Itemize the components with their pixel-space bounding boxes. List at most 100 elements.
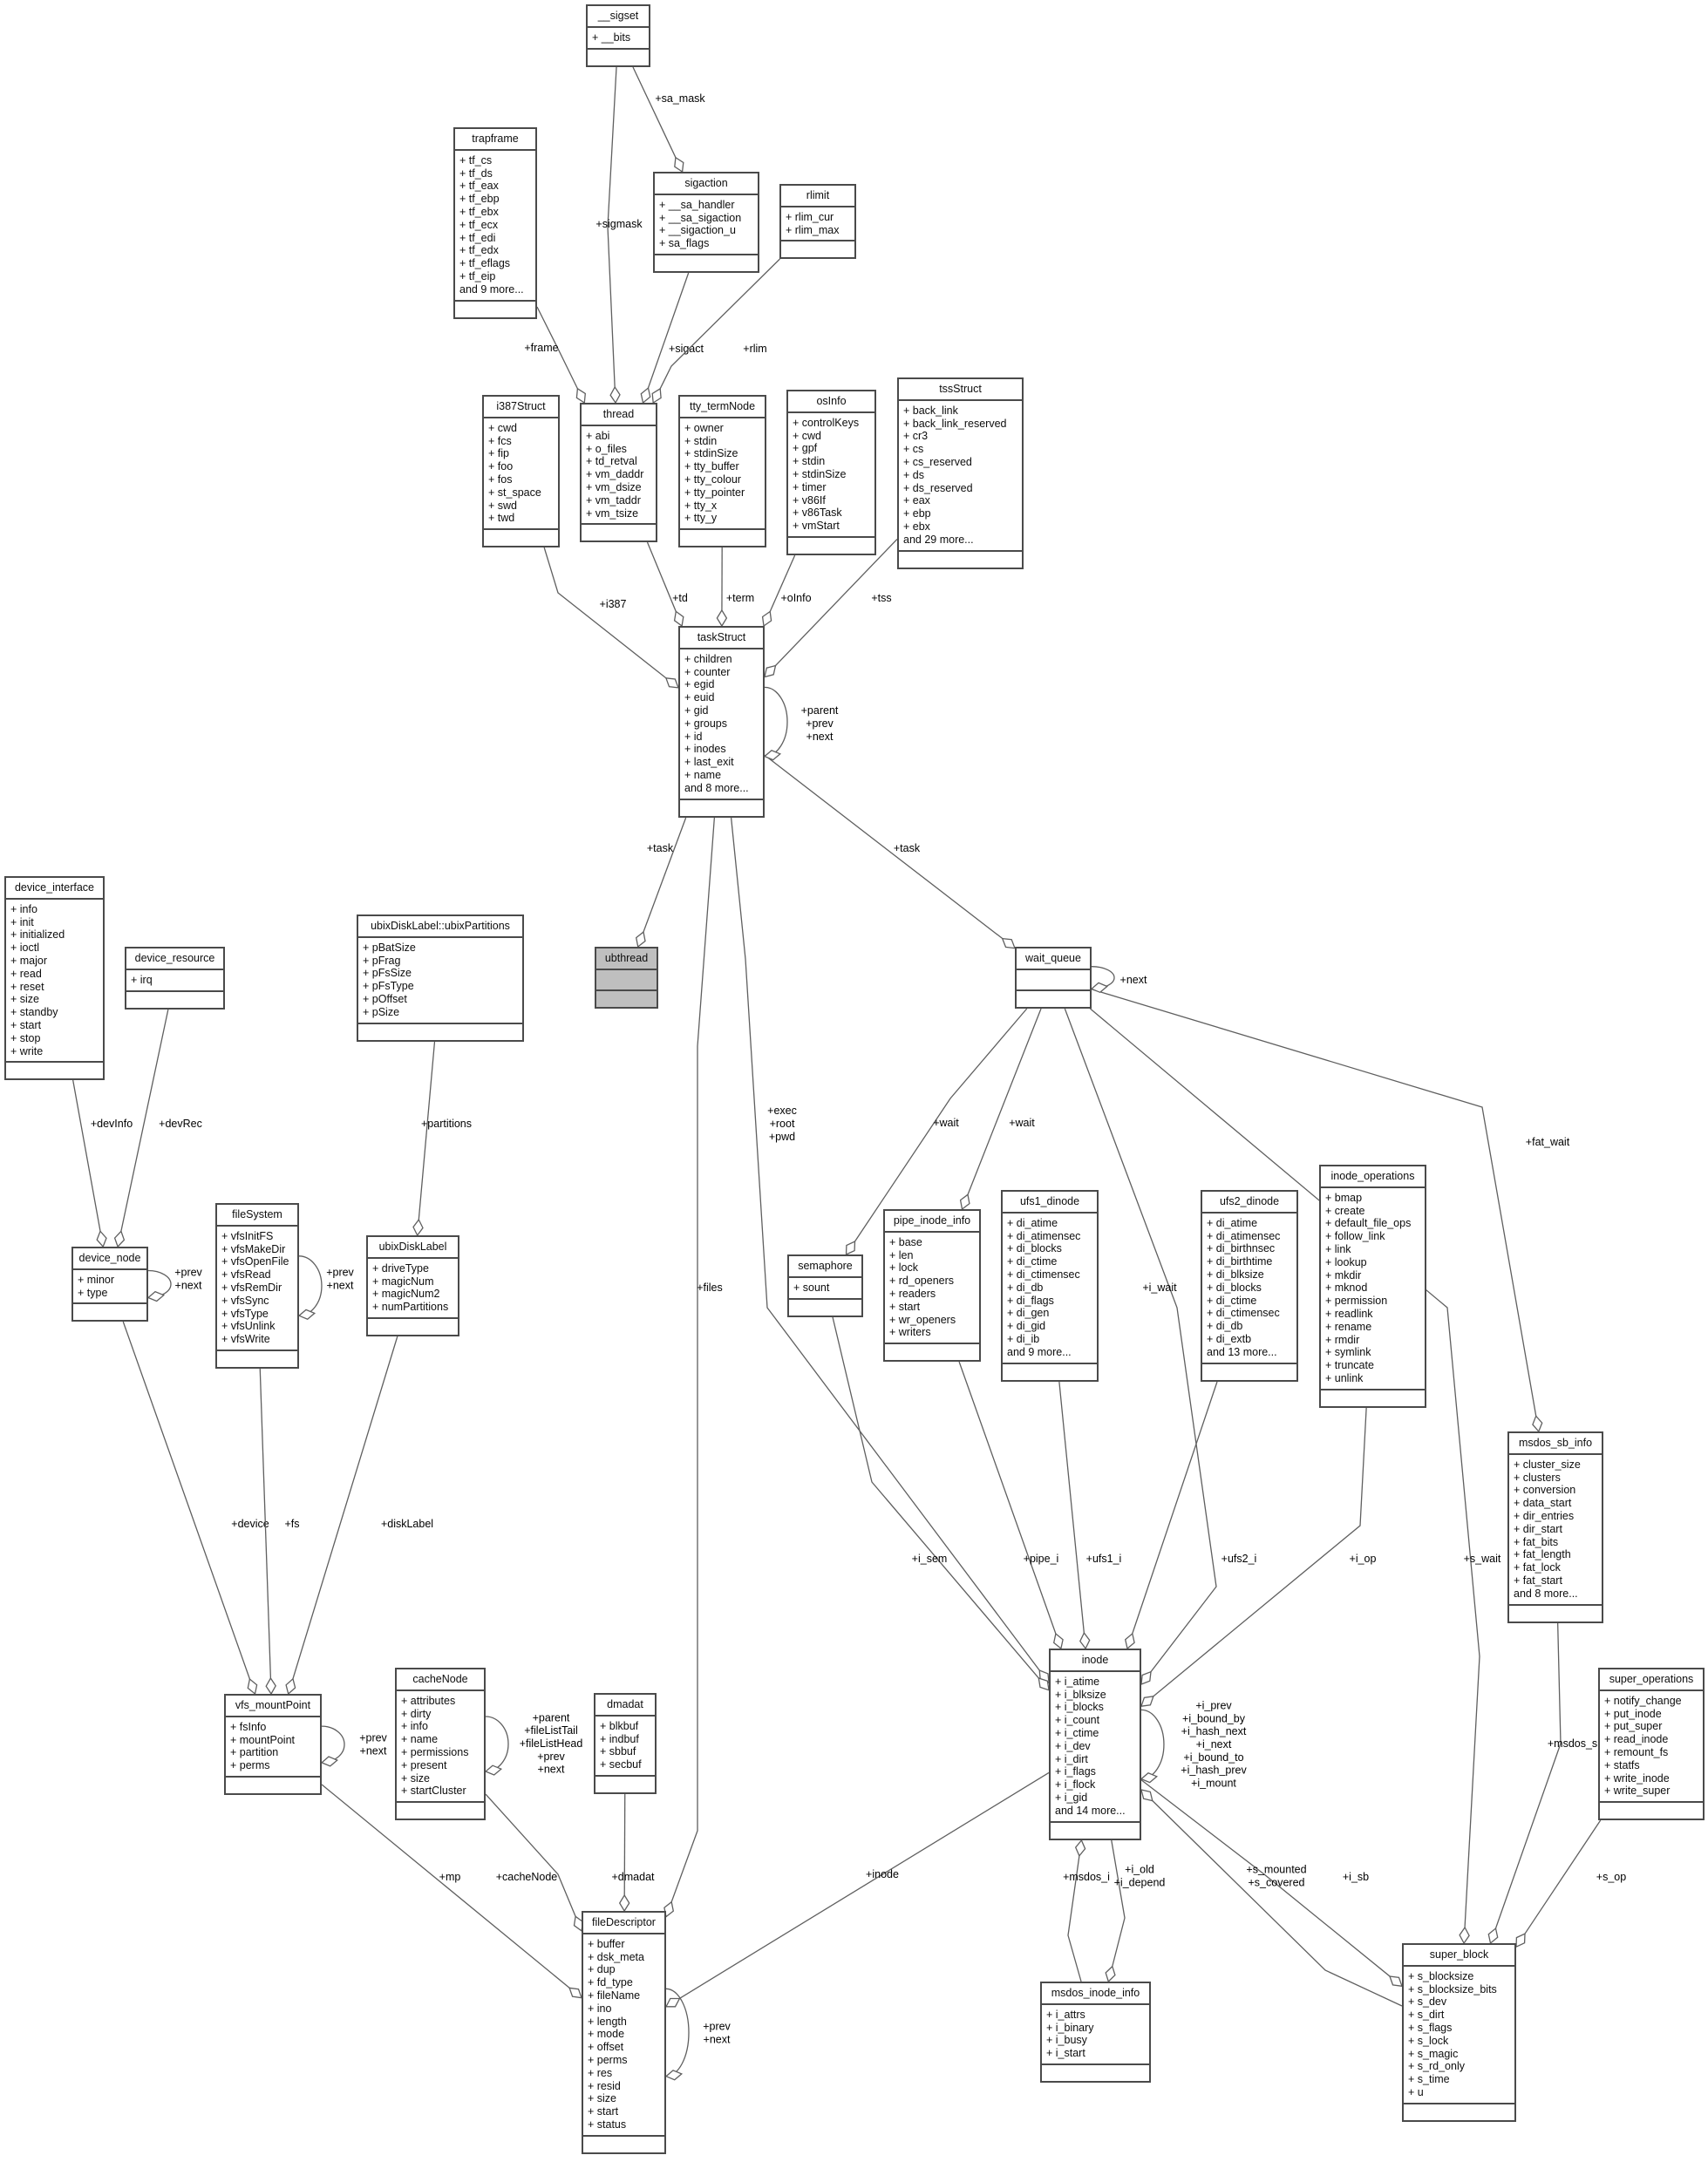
aggregation-diamond-icon [1487,1927,1499,1945]
class-inode_operations[interactable]: inode_operations+ bmap+ create+ default_… [1319,1165,1426,1408]
class-fileDescriptor[interactable]: fileDescriptor+ buffer+ dsk_meta+ dup+ f… [582,1911,666,2154]
class-device_resource[interactable]: device_resource+ irq [125,947,225,1010]
class-ubthread[interactable]: ubthread [595,947,658,1009]
class-super_block[interactable]: super_block+ s_blocksize+ s_blocksize_bi… [1402,1943,1516,2122]
class-attribute: + cwd [793,429,822,442]
class-msdos_sb_info[interactable]: msdos_sb_info+ cluster_size+ clusters+ c… [1507,1431,1603,1623]
class-attribute: + pFrag [363,954,401,967]
class-attribute: + vm_dsize [586,480,642,493]
class-device_interface[interactable]: device_interface+ info+ init+ initialize… [4,876,105,1081]
class-ufs2_dinode[interactable]: ufs2_dinode+ di_atime+ di_atimensec+ di_… [1201,1190,1298,1382]
class-inode[interactable]: inode+ i_atime+ i_blksize+ i_blocks+ i_c… [1049,1649,1141,1840]
class-attribute: + statfs [1604,1758,1640,1771]
class-super_operations[interactable]: super_operations+ notify_change+ put_ino… [1598,1668,1705,1821]
class-operations [217,1351,297,1367]
class-attribute: + tf_ebp [459,193,500,206]
class-attributes: + driveType+ magicNum+ magicNum2+ numPar… [368,1259,458,1319]
class-operations [595,1777,655,1792]
class-attribute: + truncate [1325,1359,1374,1372]
class-thread[interactable]: thread+ abi+ o_files+ td_retval+ vm_dadd… [580,403,657,543]
edge-taskStruct-inode: +exec+root+pwd [730,817,1050,1684]
class-attribute: + foo [488,460,514,473]
class-osInfo[interactable]: osInfo+ controlKeys+ cwd+ gpf+ stdin+ st… [786,390,876,555]
edge-label: +tss [871,592,891,604]
edge-label: +ufs1_i [1086,1553,1122,1565]
class-dmadat[interactable]: dmadat+ blkbuf+ indbuf+ sbbuf+ secbuf [594,1693,657,1794]
class-attribute: + tf_edi [459,231,496,244]
edge-label: +sigact [669,343,704,355]
class-attribute: + mknod [1325,1282,1368,1295]
class-ubixPartitions[interactable]: ubixDiskLabel::ubixPartitions+ pBatSize+… [357,914,524,1042]
class-attribute: + tty_buffer [684,460,739,473]
aggregation-diamond-icon [1140,1772,1159,1784]
class-attribute: + status [588,2118,627,2131]
class-tssStruct[interactable]: tssStruct+ back_link+ back_link_reserved… [897,377,1024,569]
class-attribute: + tty_pointer [684,486,745,499]
edge-label: +diskLabel [381,1518,433,1530]
class-msdos_inode_info[interactable]: msdos_inode_info+ i_attrs+ i_binary+ i_b… [1040,1982,1151,2083]
class-i387Struct[interactable]: i387Struct+ cwd+ fcs+ fip+ foo+ fos+ st_… [482,395,560,548]
class-attribute: + back_link_reserved [903,417,1007,430]
class-attributes: + sount [789,1278,861,1300]
class-operations [126,992,223,1008]
class-semaphore[interactable]: semaphore+ sount [787,1254,863,1317]
class-attribute: + numPartitions [372,1301,449,1314]
edge-label: +i_old+i_depend [1114,1864,1166,1889]
class-operations [1321,1390,1425,1406]
class-cacheNode[interactable]: cacheNode+ attributes+ dirty+ info+ name… [395,1668,486,1821]
class-wait_queue[interactable]: wait_queue [1015,947,1092,1009]
class-vfs_mountPoint[interactable]: vfs_mountPoint+ fsInfo+ mountPoint+ part… [224,1694,322,1795]
class-operations [1017,991,1090,1007]
edge-taskStruct-wait_queue: +task [764,754,1016,949]
class-attribute: + standby [10,1006,58,1019]
class-attribute: + partition [230,1746,279,1759]
class-taskStruct[interactable]: taskStruct+ children+ counter+ egid+ eui… [678,626,765,818]
class-sigset[interactable]: __sigset+ __bits [586,4,650,67]
class-ubixDiskLabel[interactable]: ubixDiskLabel+ driveType+ magicNum+ magi… [366,1235,459,1336]
class-attribute: + ebp [903,507,931,520]
class-attribute: + bmap [1325,1191,1363,1204]
aggregation-diamond-icon [568,1987,582,1999]
class-tty_termNode[interactable]: tty_termNode+ owner+ stdin+ stdinSize+ t… [678,395,766,548]
class-pipe_inode_info[interactable]: pipe_inode_info+ base+ len+ lock+ rd_ope… [883,1209,981,1363]
class-attribute: + u [1408,2085,1424,2098]
class-operations [368,1319,458,1335]
class-attributes: + cluster_size+ clusters+ conversion+ da… [1509,1455,1602,1606]
class-attribute: + vfsType [221,1307,269,1320]
class-attribute: + s_blocksize_bits [1408,1982,1497,1995]
class-attributes: + rlim_cur+ rlim_max [781,207,854,242]
class-ufs1_dinode[interactable]: ufs1_dinode+ di_atime+ di_atimensec+ di_… [1001,1190,1099,1382]
edge-label: +i_op [1350,1553,1377,1565]
aggregation-diamond-icon [618,1893,630,1913]
class-attribute: + vfsInitFS [221,1229,274,1242]
class-fileSystem[interactable]: fileSystem+ vfsInitFS+ vfsMakeDir+ vfsOp… [215,1203,299,1369]
class-attribute: + twd [488,512,515,525]
class-title: vfs_mountPoint [226,1696,320,1717]
class-operations [1600,1803,1703,1819]
class-attribute: + gpf [793,442,818,455]
class-attributes: + cwd+ fcs+ fip+ foo+ fos+ st_space+ swd… [484,418,558,531]
aggregation-diamond-icon [320,1756,339,1767]
edge-label: +sa_mask [655,92,705,105]
class-attribute: + di_birthtime [1207,1255,1273,1268]
class-attribute: + st_space [488,486,541,499]
edge-sigset-sigaction: +sa_mask [632,66,705,173]
class-attribute: + startCluster [401,1785,466,1798]
aggregation-diamond-icon [664,677,679,689]
class-rlimit[interactable]: rlimit+ rlim_cur+ rlim_max [779,184,856,260]
class-trapframe[interactable]: trapframe+ tf_cs+ tf_ds+ tf_eax+ tf_ebp+… [453,127,537,319]
class-sigaction[interactable]: sigaction+ __sa_handler+ __sa_sigaction+… [653,172,759,273]
edge-label: +task [647,842,674,854]
class-attribute: + i_blocks [1055,1701,1104,1714]
aggregation-diamond-icon [845,1240,856,1256]
aggregation-diamond-icon [1389,1975,1403,1988]
class-device_node[interactable]: device_node+ minor+ type [71,1247,148,1322]
edge-pipe_inode_info-inode: +pipe_i [958,1361,1064,1650]
aggregation-diamond-icon [1140,1789,1153,1802]
class-attribute: + i_flock [1055,1778,1096,1791]
self-edge-fileSystem: +prev+next [297,1255,355,1320]
edge-label: +partitions [421,1118,472,1130]
class-attributes: + children+ counter+ egid+ euid+ gid+ gr… [680,649,763,800]
class-attribute: + fd_type [588,1976,633,1989]
